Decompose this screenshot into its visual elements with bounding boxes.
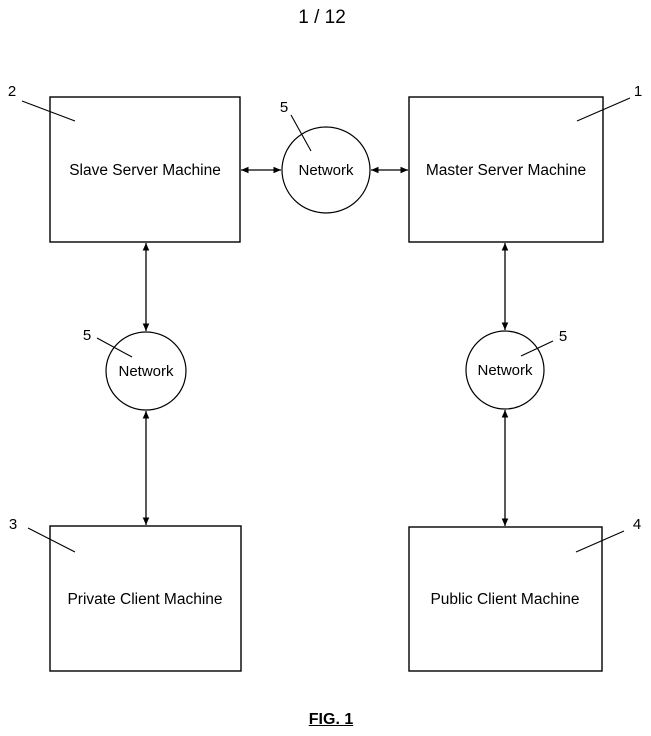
network-top-circle <box>281 126 371 214</box>
ref-number-5-top: 5 <box>280 99 288 116</box>
leader-line-ref-5-right <box>520 340 554 357</box>
ref-number-5-left: 5 <box>83 327 91 344</box>
slave-server-label: Slave Server Machine <box>69 162 221 179</box>
network-right-label: Network <box>477 362 533 379</box>
ref-number-5-right: 5 <box>559 328 567 345</box>
public-client-box <box>408 526 603 672</box>
ref-number-3: 3 <box>9 516 17 533</box>
network-top-label: Network <box>298 162 354 179</box>
figure-caption: FIG. 1 <box>308 711 354 728</box>
leader-line-ref-5-left <box>96 337 133 358</box>
leader-line-ref-1 <box>576 97 631 122</box>
page-indicator: 1 / 12 <box>298 7 346 28</box>
ref-number-4: 4 <box>633 516 641 533</box>
leader-line-ref-4 <box>575 530 625 553</box>
network-right-circle <box>465 330 545 410</box>
slave-server-box <box>49 96 241 243</box>
master-server-label: Master Server Machine <box>426 162 586 179</box>
leader-line-ref-5-top <box>290 114 312 152</box>
ref-number-1: 1 <box>634 83 642 100</box>
leader-line-ref-2 <box>21 100 76 122</box>
network-left-circle <box>105 331 187 411</box>
ref-number-2: 2 <box>8 83 16 100</box>
private-client-box <box>49 525 242 672</box>
public-client-label: Public Client Machine <box>430 591 579 608</box>
private-client-label: Private Client Machine <box>67 591 222 608</box>
master-server-box <box>408 96 604 243</box>
network-left-label: Network <box>118 363 174 380</box>
leader-line-ref-3 <box>27 527 76 553</box>
